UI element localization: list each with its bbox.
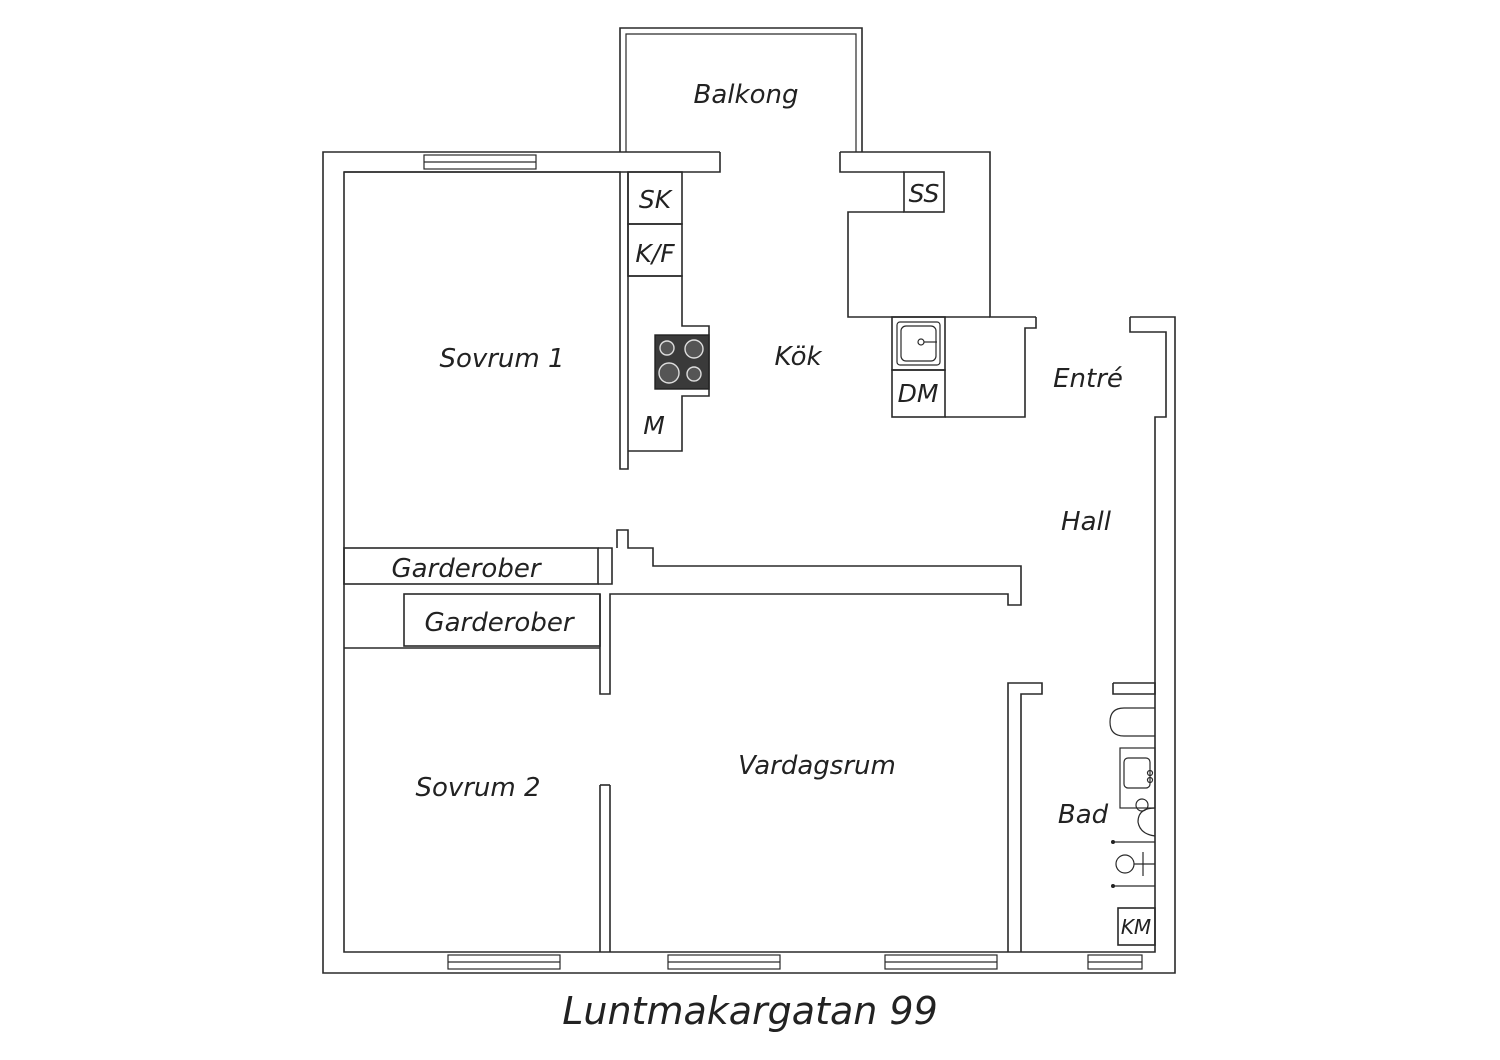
fixture-label-dm: DM xyxy=(898,379,939,408)
room-label-entre: Entré xyxy=(1053,364,1123,394)
room-label-sovrum-1: Sovrum 1 xyxy=(439,344,564,374)
fixture-label-ss: SS xyxy=(909,179,940,208)
toilet-icon xyxy=(1135,798,1156,837)
room-label-kok: Kök xyxy=(774,342,822,372)
room-label-bad: Bad xyxy=(1058,800,1109,830)
bathtub-icon xyxy=(1109,707,1155,737)
balcony xyxy=(619,27,863,152)
interior-walls xyxy=(343,171,1156,952)
fixture-label-km: KM xyxy=(1121,915,1151,939)
room-label-balkong: Balkong xyxy=(694,80,799,110)
room-label-vardagsrum: Vardagsrum xyxy=(738,751,896,781)
washbasin-icon xyxy=(1119,747,1156,809)
kitchen-counter-right xyxy=(847,171,990,418)
sink-icon xyxy=(896,321,941,366)
laundry-cabinet xyxy=(1117,907,1156,946)
stove-icon xyxy=(654,334,710,390)
fixture-label-kf: K/F xyxy=(635,239,675,268)
shower-icon xyxy=(1111,840,1155,888)
room-label-garderober-2: Garderober xyxy=(424,608,575,638)
fixture-label-m: M xyxy=(643,411,665,440)
room-label-hall: Hall xyxy=(1061,507,1112,537)
address-caption: Luntmakargatan 99 xyxy=(562,989,938,1033)
windows xyxy=(423,154,1143,970)
room-label-garderober-1: Garderober xyxy=(391,554,542,584)
room-label-sovrum-2: Sovrum 2 xyxy=(415,773,540,803)
fixture-label-sk: SK xyxy=(639,185,674,214)
